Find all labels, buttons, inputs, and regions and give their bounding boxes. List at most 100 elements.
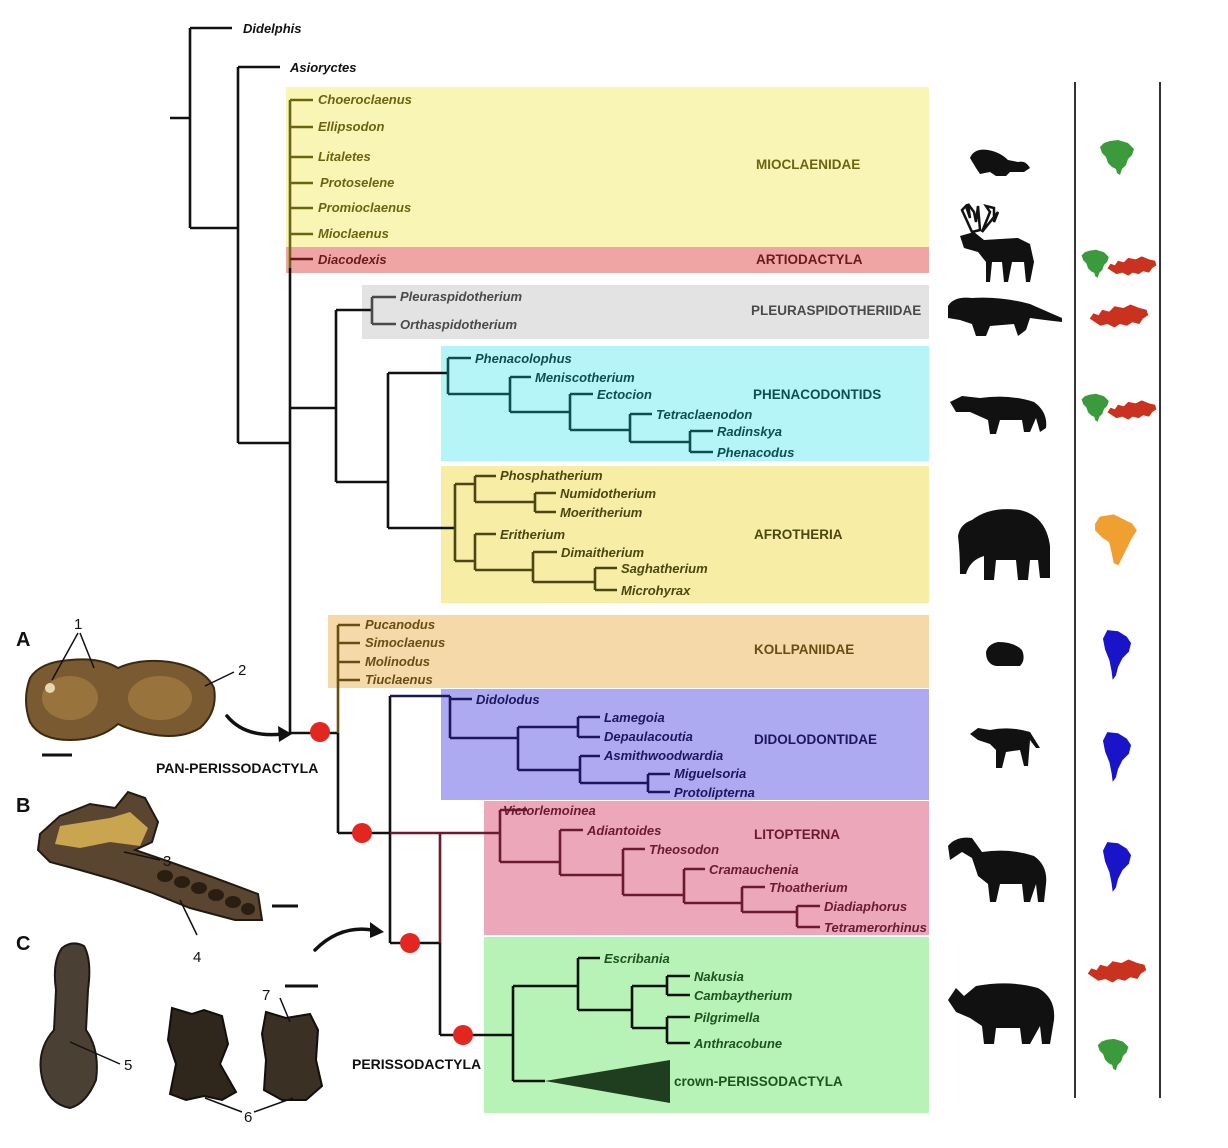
perissodactyla-taxa: Escribania Nakusia Cambaytherium Pilgrim…: [604, 951, 793, 1051]
taxon-orthaspidotherium: Orthaspidotherium: [400, 317, 517, 332]
taxon-molinodus: Molinodus: [365, 654, 430, 669]
small-rodent-silhouette-icon: [986, 642, 1024, 666]
label-kollpaniidae: KOLLPANIIDAE: [754, 642, 854, 657]
panel-label-c: C: [16, 933, 30, 955]
taxon-tetraclaenodon: Tetraclaenodon: [656, 407, 752, 422]
taxon-phenacolophus: Phenacolophus: [475, 351, 572, 366]
specimen-c-pointers: [69, 997, 294, 1113]
mioclaenidae-taxa: Choeroclaenus Ellipsodon Litaletes Proto…: [318, 92, 412, 241]
taxon-anthracobune: Anthracobune: [693, 1036, 782, 1051]
taxon-pilgrimella: Pilgrimella: [694, 1010, 760, 1025]
taxon-cambaytherium: Cambaytherium: [694, 988, 793, 1003]
africa-map-icon: [1095, 514, 1137, 566]
north-america-map-icon: [1081, 249, 1109, 278]
macrauchenia-silhouette-icon: [948, 837, 1047, 902]
mouse-silhouette-icon: [970, 149, 1030, 176]
litopterna-taxa: Victorlemoinea Adiantoides Theosodon Cra…: [503, 803, 927, 935]
taxon-eritherium: Eritherium: [500, 527, 565, 542]
silhouettes: [948, 149, 1062, 1044]
elephant-silhouette-icon: [958, 509, 1050, 580]
taxon-depaulacoutia: Depaulacoutia: [604, 729, 693, 744]
taxon-saghatherium: Saghatherium: [621, 561, 708, 576]
south-america-map-icon: [1102, 842, 1132, 892]
panel-label-a: A: [16, 629, 30, 651]
eurasia-map-icon: [1089, 304, 1149, 328]
box-perissodactyla: [484, 937, 929, 1113]
node-pan-perissodactyla: [310, 722, 330, 742]
label-afrotheria: AFROTHERIA: [754, 527, 843, 542]
taxon-didolodus: Didolodus: [476, 692, 540, 707]
south-america-map-icon: [1102, 630, 1132, 680]
taxon-phenacodus: Phenacodus: [717, 445, 794, 460]
arrowheads: [278, 726, 384, 938]
node-perissodactyla: [453, 1025, 473, 1045]
taxon-diacodexis: Diacodexis: [318, 252, 387, 267]
specimen-b-jaw: [36, 790, 298, 921]
phenacodontids-taxa: Phenacolophus Meniscotherium Ectocion Te…: [475, 351, 794, 460]
specimen-number-3: 3: [163, 853, 171, 870]
taxon-radinskya: Radinskya: [717, 424, 782, 439]
north-america-map-icon: [1100, 140, 1134, 175]
label-litopterna: LITOPTERNA: [754, 827, 840, 842]
taxon-dimaitherium: Dimaitherium: [561, 545, 645, 560]
biogeography: [1081, 140, 1157, 1071]
specimen-c-bones: [39, 942, 324, 1110]
specimen-number-5: 5: [124, 1057, 132, 1074]
taxon-theosodon: Theosodon: [649, 842, 719, 857]
box-pleuraspidotheriidae: [362, 285, 929, 339]
label-artiodactyla: ARTIODACTYLA: [756, 252, 863, 267]
north-america-map-icon: [1097, 1038, 1129, 1071]
node-lower: [400, 933, 420, 953]
long-tailed-mammal-silhouette-icon: [948, 297, 1062, 336]
specimen-number-4: 4: [193, 949, 201, 966]
taxon-didelphis: Didelphis: [243, 21, 302, 36]
taxon-miguelsoria: Miguelsoria: [674, 766, 746, 781]
eurasia-map-icon: [1107, 400, 1157, 420]
taxon-victorlemoinea: Victorlemoinea: [503, 803, 596, 818]
taxon-microhyrax: Microhyrax: [621, 583, 691, 598]
taxon-numidotherium: Numidotherium: [560, 486, 656, 501]
arrows: [225, 714, 374, 952]
label-didolodontidae: DIDOLODONTIDAE: [754, 732, 877, 747]
specimen-a-pointers: [51, 632, 235, 687]
panel-label-b: B: [16, 795, 30, 817]
specimen-number-7: 7: [262, 987, 270, 1004]
taxon-simoclaenus: Simoclaenus: [365, 635, 445, 650]
taxon-mioclaenus: Mioclaenus: [318, 226, 389, 241]
taxon-pleuraspidotherium: Pleuraspidotherium: [400, 289, 523, 304]
pleuraspidotheriidae-taxa: Pleuraspidotherium Orthaspidotherium: [400, 289, 523, 332]
box-didolodontidae: [441, 689, 929, 800]
specimen-a-molar: [25, 658, 216, 757]
south-america-map-icon: [1102, 732, 1132, 782]
node-litopterna-perissodactyla: [352, 823, 372, 843]
box-litopterna: [484, 801, 929, 935]
taxon-choeroclaenus: Choeroclaenus: [318, 92, 412, 107]
taxon-phosphatherium: Phosphatherium: [500, 468, 603, 483]
node-markers: [310, 722, 473, 1045]
north-america-map-icon: [1081, 393, 1109, 422]
taxon-lamegoia: Lamegoia: [604, 710, 665, 725]
taxon-ellipsodon: Ellipsodon: [318, 119, 385, 134]
taxon-litaletes: Litaletes: [318, 149, 371, 164]
kollpaniidae-taxa: Pucanodus Simoclaenus Molinodus Tiuclaen…: [365, 617, 445, 687]
specimen-b-pointers: [123, 851, 198, 936]
box-mioclaenidae: [286, 87, 929, 247]
label-mioclaenidae: MIOCLAENIDAE: [756, 157, 860, 172]
label-phenacodontids: PHENACODONTIDS: [753, 387, 881, 402]
taxon-meniscotherium: Meniscotherium: [535, 370, 635, 385]
taxon-protoselene: Protoselene: [320, 175, 394, 190]
tree-branches: [170, 26, 820, 1083]
taxon-moeritherium: Moeritherium: [560, 505, 643, 520]
rhino-silhouette-icon: [948, 983, 1055, 1044]
taxon-pucanodus: Pucanodus: [365, 617, 435, 632]
label-perissodactyla: PERISSODACTYLA: [352, 1056, 481, 1072]
eurasia-map-icon: [1107, 256, 1157, 276]
hyena-like-silhouette-icon: [970, 728, 1040, 768]
taxon-nakusia: Nakusia: [694, 969, 744, 984]
specimen-number-2: 2: [238, 662, 246, 679]
box-kollpaniidae: [328, 615, 929, 688]
group-boxes: [286, 87, 929, 1113]
label-pleuraspidotheriidae: PLEURASPIDOTHERIIDAE: [751, 303, 921, 318]
specimen-number-1: 1: [74, 616, 82, 633]
